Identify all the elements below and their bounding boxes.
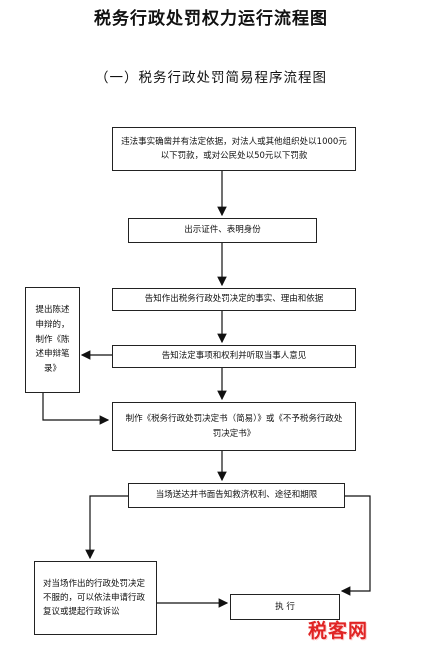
node-decision-document: 制作《税务行政处罚决定书（简易）》或《不予税务行政处罚决定书》 xyxy=(112,402,356,451)
arrow-step6-execute xyxy=(340,495,371,596)
arrow-side-step5 xyxy=(42,393,110,425)
node-illegal-fact: 违法事实确凿并有法定依据，对法人或其他组织处以1000元以下罚款，或对公民处以5… xyxy=(112,127,356,171)
node-statement-record: 提出陈述申辩的，制作《陈述申辩笔录》 xyxy=(25,287,80,393)
node-execute: 执 行 xyxy=(230,594,340,620)
node-notify-rights: 告知法定事项和权利并听取当事人意见 xyxy=(112,345,356,368)
arrow-step6-appeal xyxy=(85,495,128,560)
node-appeal: 对当场作出的行政处罚决定不服的，可以依法申请行政复议或提起行政诉讼 xyxy=(34,561,157,635)
page-title: 税务行政处罚权力运行流程图 xyxy=(94,9,328,29)
node-show-credentials: 出示证件、表明身份 xyxy=(128,218,317,243)
page-subtitle: （一）税务行政处罚简易程序流程图 xyxy=(95,70,327,86)
watermark-logo: 税客网 xyxy=(308,620,369,642)
node-notify-facts: 告知作出税务行政处罚决定的事实、理由和依据 xyxy=(112,288,356,311)
node-deliver-notify: 当场送达并书面告知救济权利、途径和期限 xyxy=(128,483,345,508)
